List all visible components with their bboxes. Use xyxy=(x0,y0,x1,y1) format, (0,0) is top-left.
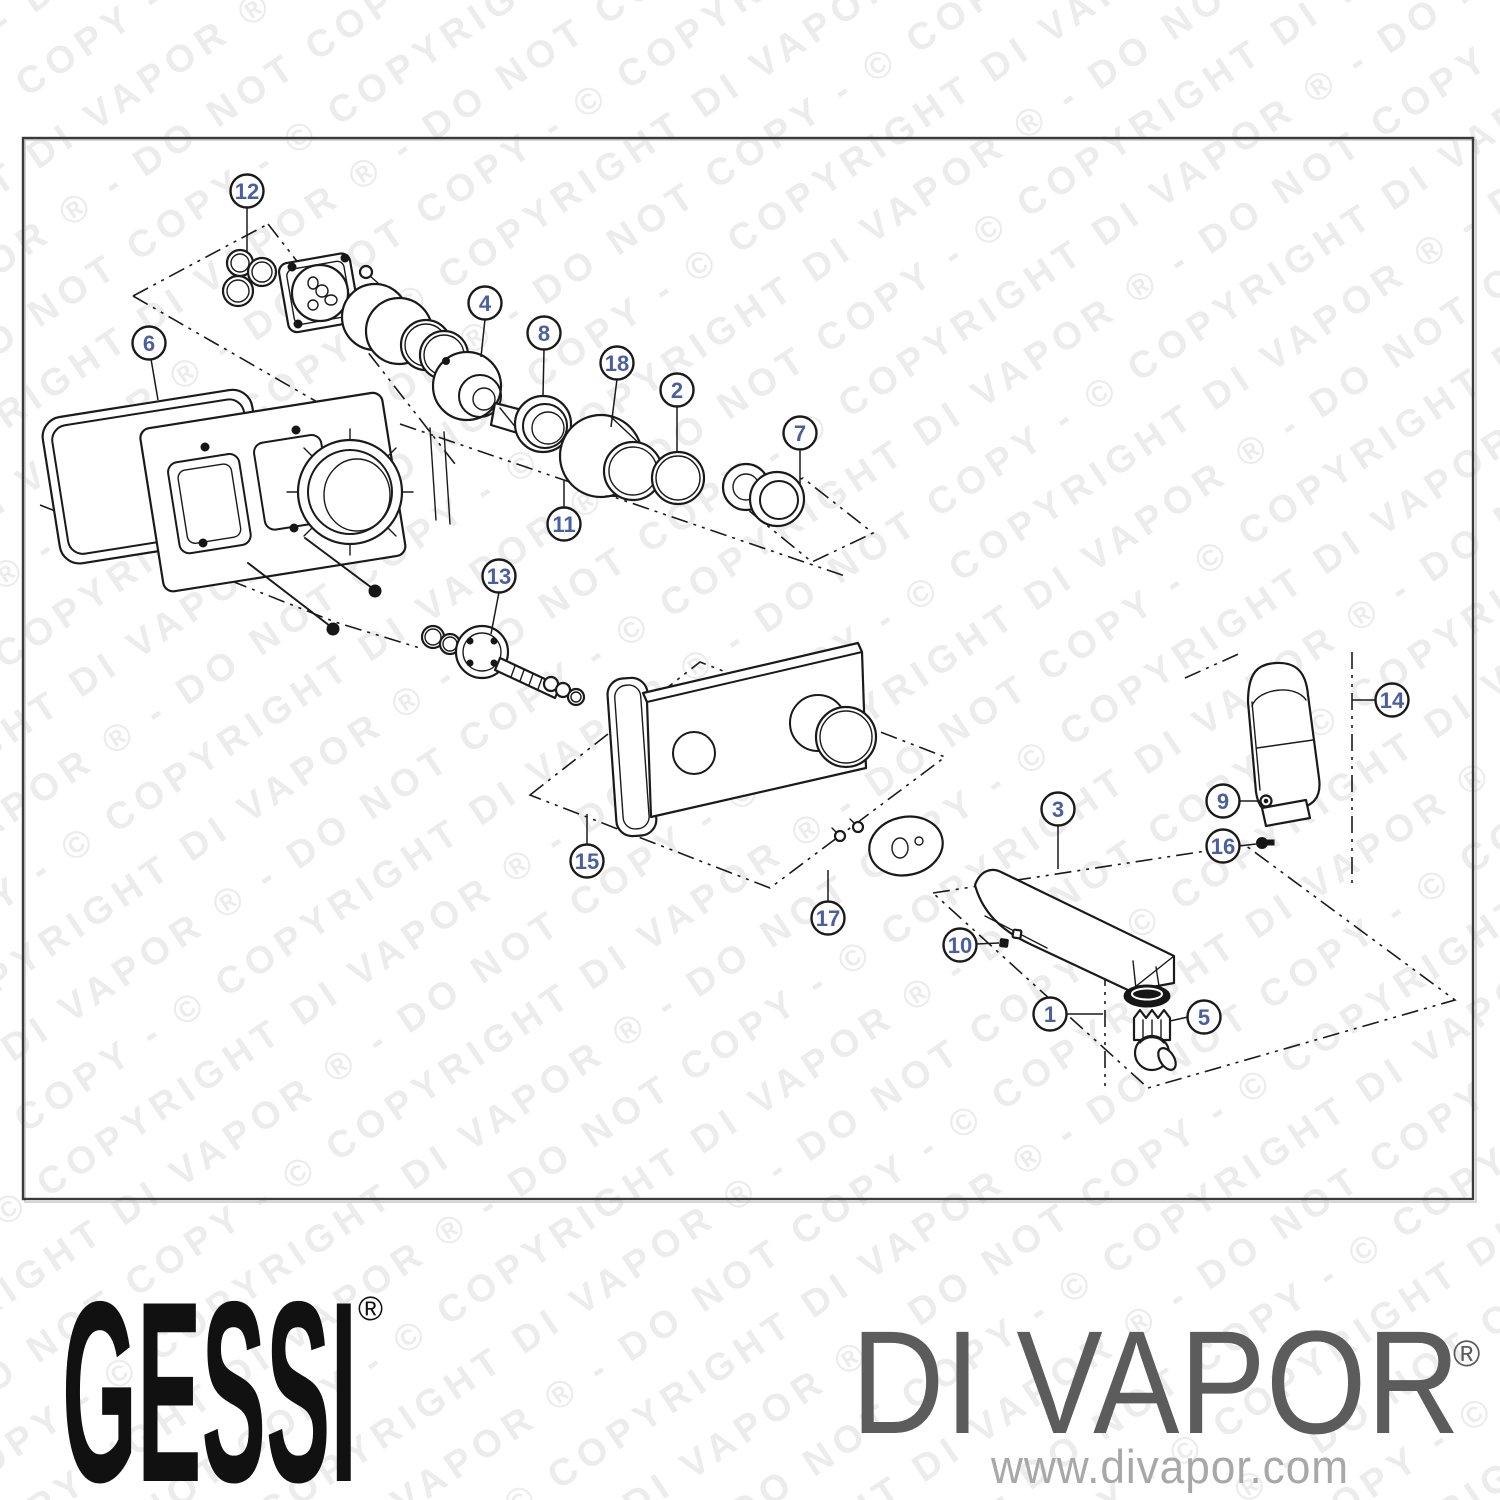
part-5-aerator-elbow xyxy=(1132,1008,1177,1072)
svg-text:13: 13 xyxy=(487,564,511,589)
divapor-registered-icon: ® xyxy=(1453,1333,1480,1374)
svg-text:15: 15 xyxy=(575,849,599,874)
svg-text:14: 14 xyxy=(1380,688,1405,713)
callout-13: 13 xyxy=(481,558,517,594)
callout-9: 9 xyxy=(1205,783,1241,819)
callout-16: 16 xyxy=(1205,828,1241,864)
svg-text:6: 6 xyxy=(143,331,155,356)
callouts: 12 6 4 8 18 2 xyxy=(131,173,1410,1035)
part-7-collar xyxy=(721,462,806,528)
part-2-oring xyxy=(650,450,706,506)
part-6-valve-body xyxy=(41,388,451,636)
svg-text:GESSI: GESSI xyxy=(62,1248,357,1500)
svg-text:2: 2 xyxy=(671,378,683,403)
callout-7: 7 xyxy=(782,415,818,451)
svg-text:4: 4 xyxy=(479,291,492,316)
callout-1: 1 xyxy=(1032,996,1068,1032)
part-17-trim-disc xyxy=(831,815,944,877)
svg-text:17: 17 xyxy=(816,906,840,931)
flange-plate xyxy=(277,252,379,334)
piston-orings xyxy=(340,282,470,381)
callout-15: 15 xyxy=(569,843,605,879)
diagram-frame-shadow xyxy=(24,139,1477,1203)
part-14-handle xyxy=(1246,661,1321,828)
screws-10 xyxy=(999,928,1023,948)
callout-17: 17 xyxy=(810,900,846,936)
screw-16 xyxy=(1256,837,1275,849)
svg-text:11: 11 xyxy=(552,512,575,537)
svg-text:5: 5 xyxy=(1198,1005,1210,1030)
svg-text:9: 9 xyxy=(1217,789,1229,814)
part-12-seal-rings xyxy=(221,248,278,308)
svg-text:18: 18 xyxy=(605,351,629,376)
callout-3: 3 xyxy=(1040,791,1076,827)
part-18-sleeve xyxy=(558,413,664,502)
callout-5: 5 xyxy=(1186,999,1222,1035)
callout-18: 18 xyxy=(599,345,635,381)
svg-text:12: 12 xyxy=(235,179,259,204)
svg-text:3: 3 xyxy=(1052,797,1064,822)
callout-2: 2 xyxy=(659,372,695,408)
gessi-registered-icon: ® xyxy=(358,1290,383,1328)
website-url: www.divapor.com xyxy=(990,1440,1349,1493)
callout-12: 12 xyxy=(229,173,265,209)
callout-14: 14 xyxy=(1374,682,1410,718)
callout-6: 6 xyxy=(131,325,167,361)
svg-text:7: 7 xyxy=(794,421,806,446)
part-8-ring-nut xyxy=(513,394,573,454)
aerator-seal-ring xyxy=(1123,984,1171,1008)
part-13-extension-stem xyxy=(420,624,586,707)
svg-text:16: 16 xyxy=(1211,834,1235,859)
part-15-wall-plate xyxy=(606,641,878,838)
callout-11: 11 xyxy=(546,506,582,542)
svg-text:8: 8 xyxy=(538,321,550,346)
callout-10: 10 xyxy=(942,927,978,963)
screw-9 xyxy=(1259,794,1273,808)
svg-text:1: 1 xyxy=(1044,1002,1056,1027)
gessi-logo: GESSI ® xyxy=(62,1248,383,1500)
svg-text:10: 10 xyxy=(948,933,972,958)
callout-8: 8 xyxy=(526,315,562,351)
diagram-frame xyxy=(21,136,1475,1201)
divapor-logo: DI VAPOR ® www.divapor.com xyxy=(851,1301,1480,1493)
callout-4: 4 xyxy=(467,285,503,321)
svg-text:DI VAPOR: DI VAPOR xyxy=(851,1301,1460,1465)
leader-lines xyxy=(150,207,1376,1022)
screws-17 xyxy=(831,818,865,843)
